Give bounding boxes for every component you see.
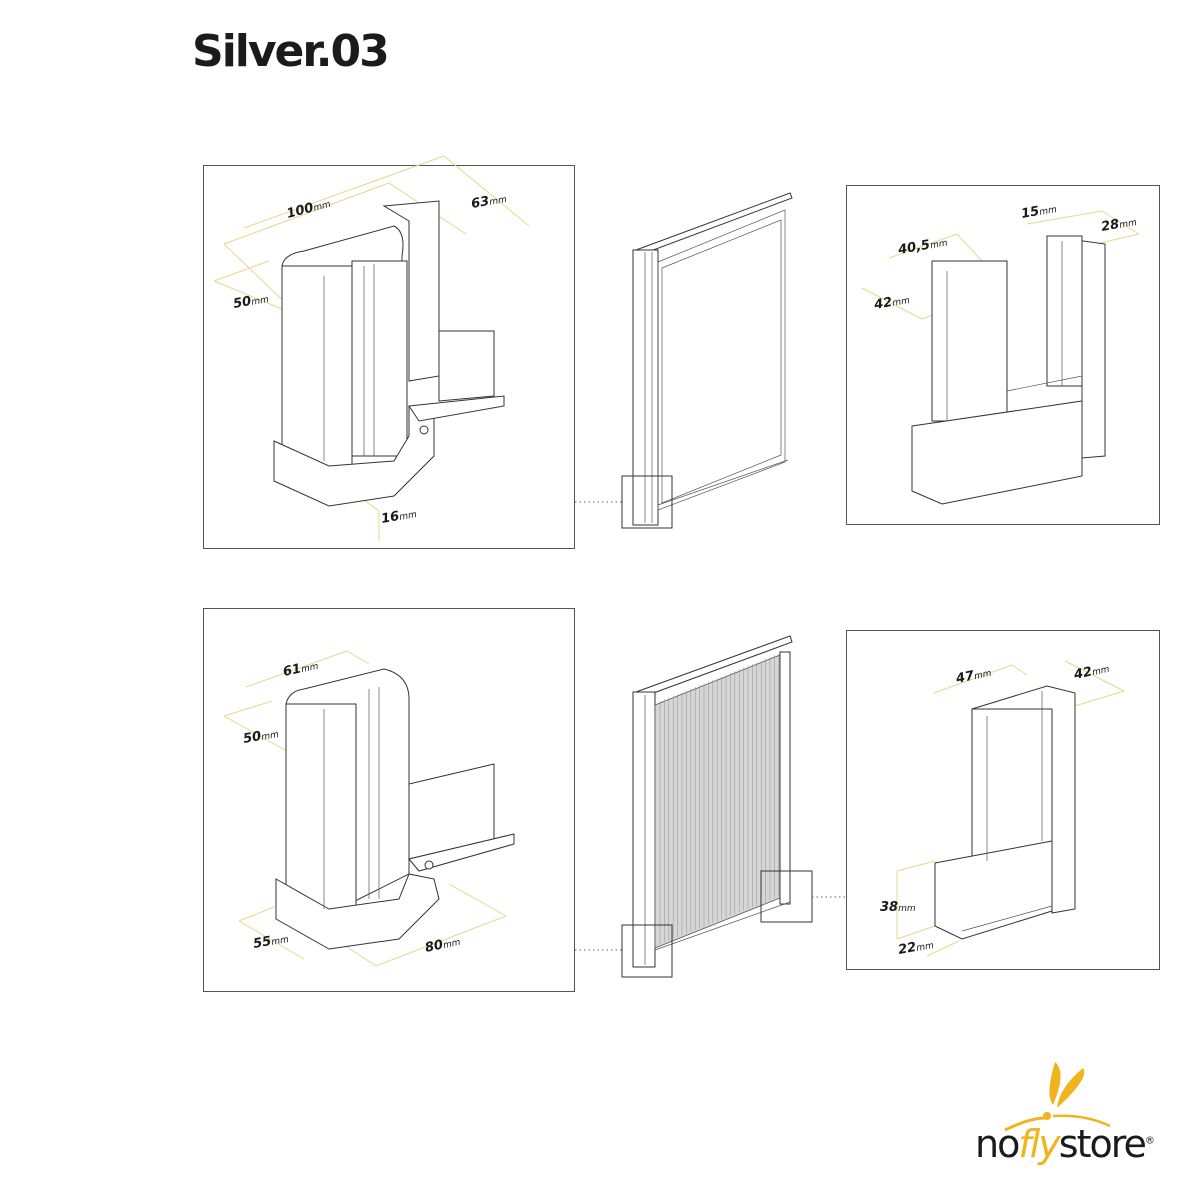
dim-label: 42mm <box>1072 661 1111 683</box>
dim-label: 63mm <box>470 191 508 212</box>
dim-label: 55mm <box>252 931 290 952</box>
dim-label: 50mm <box>232 291 270 312</box>
dim-label: 100mm <box>285 196 332 222</box>
panel-top-right-profile: 40,5mm 42mm 15mm 28mm <box>846 185 1160 525</box>
mesh-pleats <box>659 653 780 944</box>
dim-label: 47mm <box>954 665 993 687</box>
detail-callout-box <box>621 475 673 529</box>
dim-label: 61mm <box>282 658 320 680</box>
dim-label: 80mm <box>424 934 462 956</box>
page-title: Silver.03 <box>192 26 390 77</box>
panel-bottom-right-profile: 47mm 42mm 38mm 22mm <box>846 630 1160 970</box>
panel-top-left-profile: 100mm 63mm 50mm 16mm <box>203 155 575 549</box>
dim-label: 16mm <box>380 506 418 527</box>
panel-bottom-left-profile: 61mm 50mm 55mm 80mm <box>203 608 575 992</box>
profile-drawing-bottom-left: 61mm 50mm 55mm 80mm <box>223 650 515 967</box>
brand-logo: noflystore® <box>975 1050 1185 1180</box>
dim-label: 42mm <box>872 292 911 313</box>
profile-drawing-bottom-right: 47mm 42mm 38mm 22mm <box>880 660 1125 958</box>
profile-drawing-top-left: 100mm 63mm 50mm 16mm <box>213 155 530 541</box>
dim-label: 15mm <box>1020 201 1058 222</box>
dim-label: 50mm <box>242 726 280 747</box>
dragonfly-icon <box>1004 1062 1111 1132</box>
detail-callout-box <box>621 924 673 978</box>
dim-label: 38mm <box>880 900 916 915</box>
profile-shape <box>273 200 505 507</box>
dim-label: 40,5mm <box>896 235 949 259</box>
profile-shape <box>911 235 1106 505</box>
brand-wordmark: noflystore® <box>975 1122 1155 1166</box>
detail-callout-box <box>760 870 813 923</box>
dimension-lines <box>223 650 507 967</box>
profile-drawing-top-right: 40,5mm 42mm 15mm 28mm <box>861 201 1140 505</box>
profile-shape <box>934 685 1076 940</box>
door-bottom-pleated <box>632 635 793 968</box>
dimension-lines <box>213 155 530 541</box>
profile-shape <box>275 668 515 950</box>
dim-label: 28mm <box>1100 214 1138 235</box>
door-top-open <box>632 192 793 526</box>
dim-label: 22mm <box>897 937 935 958</box>
pleated-mesh <box>654 654 781 949</box>
